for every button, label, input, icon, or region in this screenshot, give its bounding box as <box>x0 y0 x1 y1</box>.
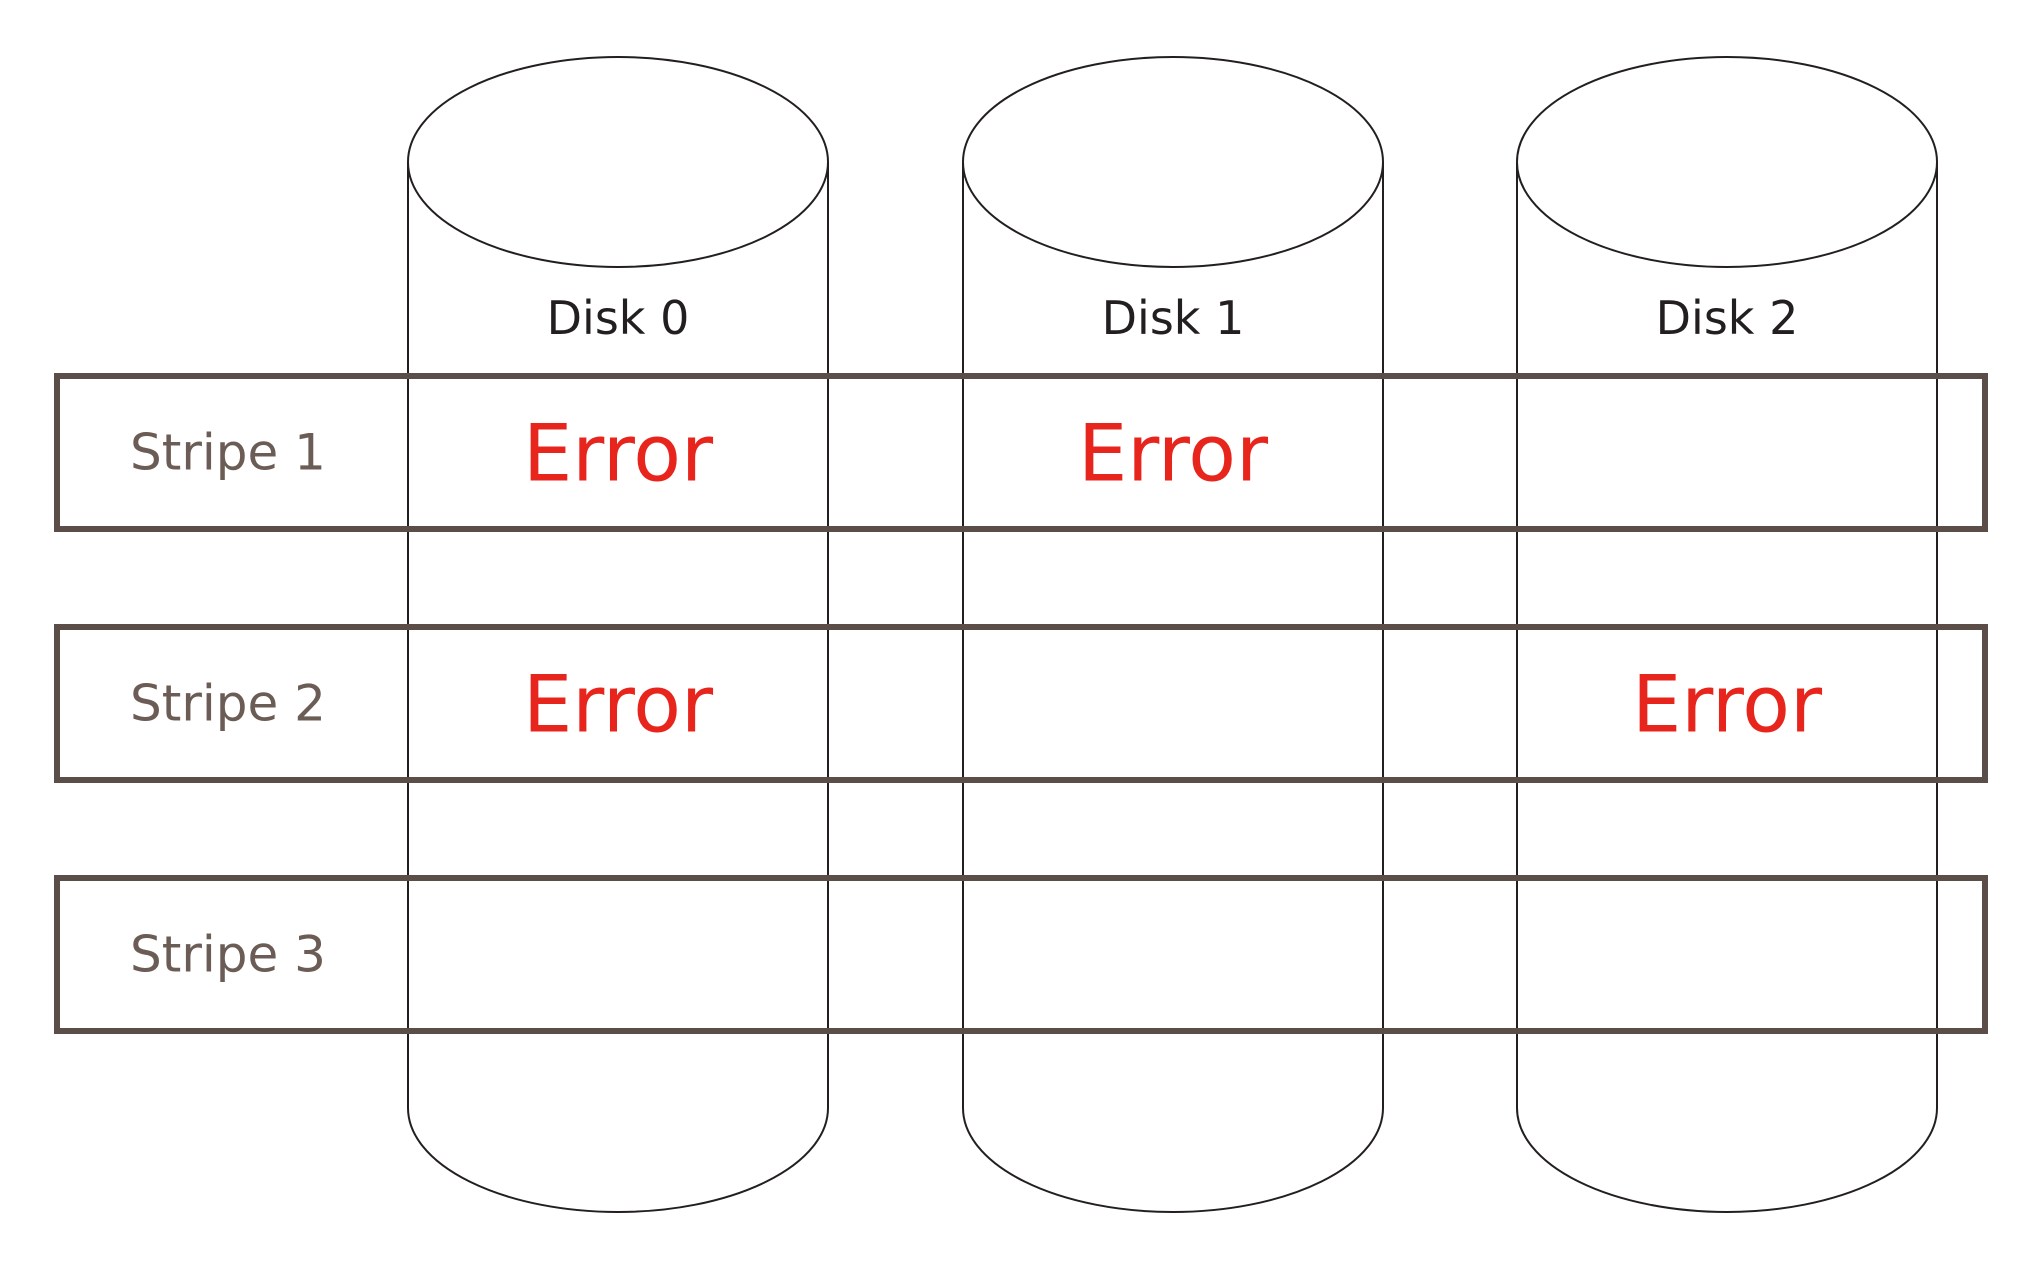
disk-2: Disk 2 <box>1516 56 1938 1213</box>
error-label: Error <box>523 410 714 500</box>
disk-0: Disk 0 <box>407 56 829 1213</box>
stripe-box <box>54 624 1988 783</box>
disk-top <box>1516 56 1938 268</box>
disk-label: Disk 1 <box>1102 291 1245 345</box>
disks-layer: Disk 0 Disk 1 Disk 2 <box>407 56 1938 1213</box>
stripe-label: Stripe 3 <box>130 926 326 984</box>
disk-label: Disk 0 <box>547 291 690 345</box>
error-label: Error <box>1078 410 1269 500</box>
disk-top <box>962 56 1384 268</box>
stripe-1: Stripe 1 Error Error <box>54 373 1988 532</box>
stripe-2: Stripe 2 Error Error <box>54 624 1988 783</box>
error-label: Error <box>523 661 714 751</box>
stripe-label: Stripe 1 <box>130 424 326 482</box>
disk-body <box>407 162 829 1213</box>
stripe-label: Stripe 2 <box>130 675 326 733</box>
stripe-3: Stripe 3 <box>54 875 1988 1034</box>
disk-body <box>1516 162 1938 1213</box>
stripe-box <box>54 373 1988 532</box>
stripe-box <box>54 875 1988 1034</box>
disk-body <box>962 162 1384 1213</box>
error-label: Error <box>1632 661 1823 751</box>
disk-top <box>407 56 829 268</box>
disk-label: Disk 2 <box>1656 291 1799 345</box>
disk-1: Disk 1 <box>962 56 1384 1213</box>
